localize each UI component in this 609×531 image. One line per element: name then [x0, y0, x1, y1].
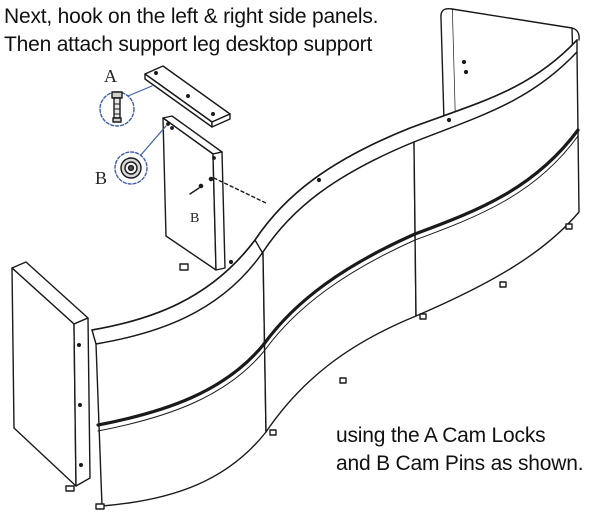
cam-pin-icon	[120, 157, 142, 179]
front-panel-middle	[262, 141, 417, 433]
callout-b-letter: B	[95, 168, 107, 188]
instruction-text-bottom: using the A Cam Locks and B Cam Pins as …	[336, 422, 584, 478]
left-side-panel	[11, 261, 91, 487]
front-panel-right	[413, 51, 580, 317]
support-leg	[162, 115, 269, 271]
instruction-line: using the A Cam Locks	[336, 424, 546, 447]
leveling-feet	[65, 223, 573, 510]
instruction-line: Then attach support leg desktop support	[4, 33, 373, 56]
instruction-line: and B Cam Pins as shown.	[336, 452, 584, 475]
callout-b	[114, 125, 167, 185]
callout-a	[99, 85, 153, 127]
cam-lock-icon	[111, 91, 123, 123]
desktop-support-bar	[144, 65, 231, 128]
instruction-text-top: Next, hook on the left & right side pane…	[4, 3, 378, 59]
callout-a-letter: A	[104, 66, 117, 86]
support-leg-label: B	[190, 211, 199, 226]
instruction-line: Next, hook on the left & right side pane…	[4, 5, 379, 28]
front-panel-left	[95, 251, 267, 507]
